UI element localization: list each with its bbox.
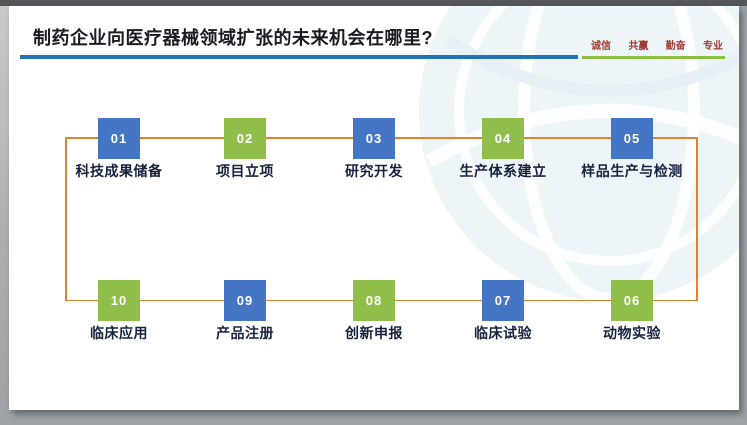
connector-segment [653, 137, 696, 139]
company-motto: 诚信 共赢 勤奋 专业 [591, 37, 723, 52]
connector-segment [696, 137, 698, 301]
flow-step-07: 07 临床试验 [423, 280, 583, 343]
flow-step-02: 02 项目立项 [165, 118, 325, 181]
step-number-box: 01 [98, 118, 140, 159]
connector-segment [140, 299, 224, 301]
flow-step-04: 04 生产体系建立 [423, 118, 583, 181]
connector-segment [395, 137, 482, 139]
connector-segment [65, 137, 67, 301]
flow-step-01: 01 科技成果储备 [39, 118, 199, 181]
motto-underline [582, 56, 725, 59]
step-number-box: 08 [353, 280, 395, 321]
connector-segment [524, 299, 611, 301]
title-underline [20, 55, 578, 59]
step-number: 07 [494, 293, 512, 308]
step-label: 动物实验 [603, 325, 661, 341]
step-number-box: 05 [611, 118, 653, 159]
motto-word: 共赢 [628, 41, 649, 52]
step-label: 临床试验 [474, 325, 532, 341]
step-label: 临床应用 [90, 325, 148, 341]
step-number: 05 [623, 131, 641, 146]
connector-segment [524, 137, 611, 139]
flow-step-05: 05 样品生产与检测 [552, 118, 712, 181]
connector-segment [395, 299, 482, 301]
step-number-box: 03 [353, 118, 395, 159]
step-label: 样品生产与检测 [581, 163, 683, 179]
step-label: 产品注册 [216, 325, 274, 341]
motto-word: 诚信 [591, 41, 611, 52]
step-number: 08 [365, 293, 383, 308]
flow-step-06: 06 动物实验 [552, 280, 712, 343]
window-top-edge [0, 0, 747, 6]
window-left-edge [0, 6, 9, 425]
step-number: 10 [110, 293, 128, 308]
connector-segment [653, 299, 696, 301]
step-number-box: 07 [482, 280, 524, 321]
connector-segment [65, 299, 98, 301]
connector-segment [266, 299, 353, 301]
step-number: 09 [236, 293, 254, 308]
step-number-box: 10 [98, 280, 140, 321]
motto-word: 专业 [702, 41, 723, 52]
motto-word: 勤奋 [665, 41, 686, 52]
step-label: 研究开发 [345, 163, 403, 179]
flow-step-10: 10 临床应用 [39, 280, 199, 343]
globe-watermark-icon [419, 6, 739, 305]
step-number-box: 09 [224, 280, 266, 321]
step-label: 创新申报 [345, 325, 403, 341]
flow-step-03: 03 研究开发 [294, 118, 454, 181]
step-number-box: 02 [224, 118, 266, 159]
step-label: 科技成果储备 [75, 163, 163, 179]
step-label: 生产体系建立 [459, 163, 547, 179]
step-number: 04 [494, 131, 512, 146]
flow-step-09: 09 产品注册 [165, 280, 325, 343]
step-number-box: 04 [482, 118, 524, 159]
connector-segment [65, 137, 98, 139]
step-number: 06 [623, 293, 641, 308]
presentation-slide: 制药企业向医疗器械领域扩张的未来机会在哪里? 诚信 共赢 勤奋 专业 01 科技… [9, 6, 739, 410]
step-number: 02 [236, 131, 254, 146]
step-label: 项目立项 [216, 163, 274, 179]
step-number: 01 [110, 131, 128, 146]
step-number: 03 [365, 131, 383, 146]
flow-step-08: 08 创新申报 [294, 280, 454, 343]
slide-title: 制药企业向医疗器械领域扩张的未来机会在哪里? [33, 28, 433, 48]
connector-segment [266, 137, 353, 139]
step-number-box: 06 [611, 280, 653, 321]
connector-segment [140, 137, 224, 139]
